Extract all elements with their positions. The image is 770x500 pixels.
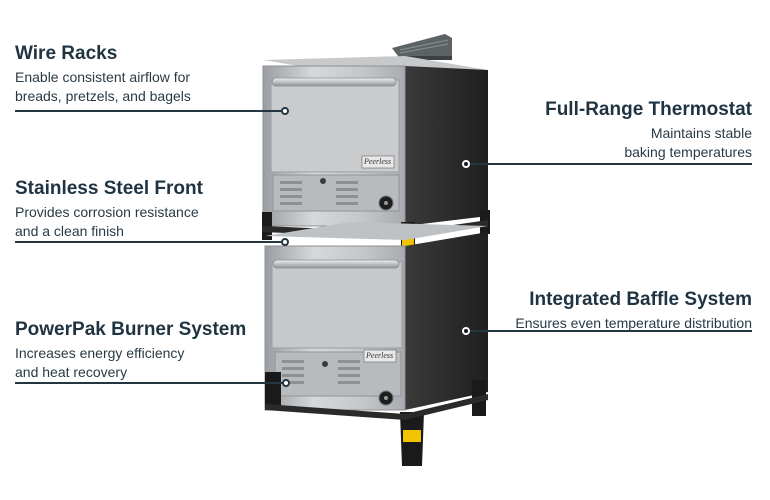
bottom-legs [265, 372, 488, 466]
pointer-dot-stainless-front [281, 238, 289, 246]
callout-wire-racks: Wire Racks Enable consistent airflow for… [15, 43, 191, 106]
callout-desc-line: Enable consistent airflow for [15, 69, 191, 85]
callout-desc-line: Provides corrosion resistance [15, 204, 199, 220]
leader-line-stainless-front [15, 241, 281, 243]
leader-line-powerpak [15, 382, 285, 384]
leader-line-baffle [468, 330, 752, 332]
leader-line-thermostat [468, 163, 752, 165]
pointer-dot-wire-racks [281, 107, 289, 115]
flue-vent [392, 34, 452, 60]
callout-baffle: Integrated Baffle System Ensures even te… [515, 289, 752, 333]
callout-title: Full-Range Thermostat [545, 99, 752, 120]
callout-stainless-front: Stainless Steel Front Provides corrosion… [15, 178, 203, 241]
brand-badge-upper [361, 155, 395, 169]
callout-desc-line: and a clean finish [15, 223, 124, 239]
callout-powerpak: PowerPak Burner System Increases energy … [15, 319, 246, 382]
callout-title: Integrated Baffle System [529, 289, 752, 310]
callout-title: Stainless Steel Front [15, 178, 203, 199]
brand-badge-text-upper: Peerless [364, 157, 392, 166]
brand-badge-text-lower: Peerless [366, 351, 394, 360]
brand-badge-lower [363, 349, 397, 363]
pointer-dot-thermostat [462, 160, 470, 168]
callout-title: Wire Racks [15, 43, 118, 64]
callout-desc-line: Increases energy efficiency [15, 345, 185, 361]
callout-desc-line: Maintains stable [650, 125, 752, 141]
lower-oven [264, 222, 488, 411]
callout-desc-line: Ensures even temperature distribution [515, 315, 752, 331]
leader-line-wire-racks [15, 110, 281, 112]
upper-oven [262, 56, 488, 227]
callout-desc-line: breads, pretzels, and bagels [15, 88, 191, 104]
pointer-dot-baffle [462, 327, 470, 335]
callout-desc-line: and heat recovery [15, 364, 128, 380]
callout-title: PowerPak Burner System [15, 319, 247, 340]
callout-thermostat: Full-Range Thermostat Maintains stable b… [545, 99, 752, 162]
pointer-dot-powerpak [282, 379, 290, 387]
callout-desc-line: baking temperatures [624, 144, 752, 160]
